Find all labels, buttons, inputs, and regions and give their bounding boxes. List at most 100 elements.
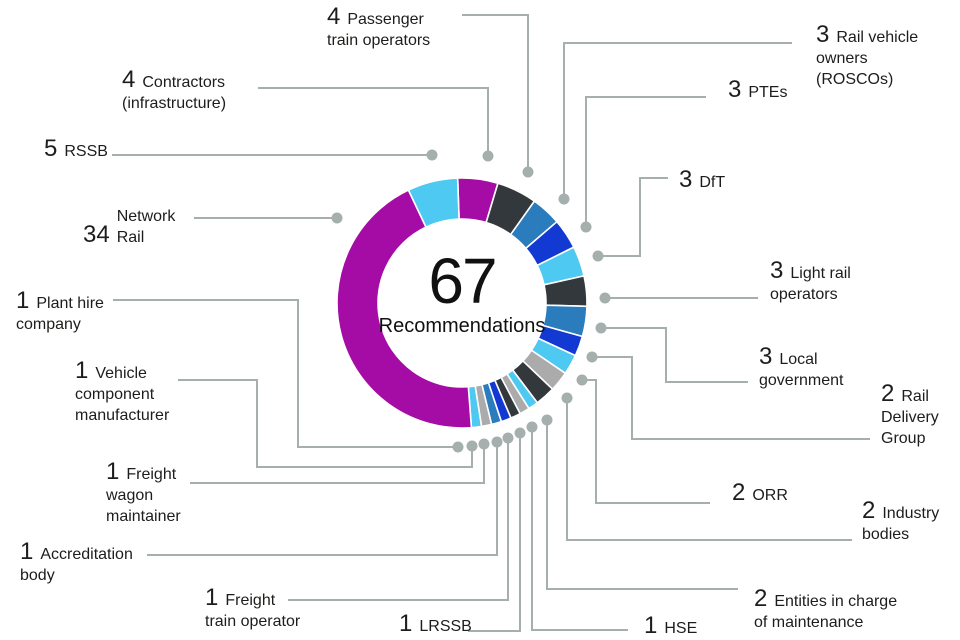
leader-dot-rdg [586,351,598,363]
leader-dot-hse [526,421,538,433]
callout-text-contractors: Contractors (infrastructure) [122,74,227,112]
callout-text-hse: HSE [664,620,698,637]
callout-count-network-rail: 34 [83,221,110,248]
leader-line-freight-wagon [190,444,485,484]
callout-count-freight-wagon: 1 [106,458,120,485]
callout-text-orr: ORR [752,487,788,504]
callout-text-local-govt: Local government [759,351,844,389]
total-recommendations-label: Recommendations [378,315,546,337]
leader-line-contractors [258,87,489,156]
callout-text-entities: Entities in charge of maintenance [754,593,898,631]
leader-dot-freight-wagon [478,438,490,450]
callout-count-accreditation: 1 [20,538,34,565]
callout-count-rssb: 5 [44,135,58,162]
callout-count-orr: 2 [732,479,746,506]
leader-dot-freight-train [502,432,514,444]
leader-line-industry-bodies [566,398,852,541]
leader-dot-contractors [482,150,494,162]
callout-count-dft: 3 [679,166,693,193]
callout-count-passenger: 4 [327,3,341,30]
leader-dot-dft [592,250,604,262]
callout-text-rssb: RSSB [64,143,108,160]
leader-dots [331,149,611,453]
callout-count-local-govt: 3 [759,343,773,370]
callout-count-entities: 2 [754,585,768,612]
callout-count-ptes: 3 [728,76,742,103]
leader-line-passenger [462,14,529,172]
callout-text-plant-hire: Plant hire company [16,295,104,333]
leader-line-ptes [585,96,706,227]
callout-text-passenger: Passenger train operators [327,11,431,49]
leader-line-orr [582,379,710,504]
callout-text-roscos: Rail vehicle owners (ROSCOs) [816,29,919,88]
callout-text-dft: DfT [699,174,726,191]
leader-lines [112,14,870,632]
leader-line-accreditation [147,442,498,556]
callout-count-roscos: 3 [816,21,830,48]
leader-dot-orr [576,374,588,386]
callout-label-orr: 2 ORR [732,480,842,506]
callout-count-plant-hire: 1 [16,287,30,314]
callout-text-industry-bodies: Industry bodies [862,505,940,543]
leader-dot-passenger [522,166,534,178]
callout-count-contractors: 4 [122,66,136,93]
callout-text-lrssb: LRSSB [419,618,472,635]
callout-label-dft: 3 DfT [679,167,779,193]
callout-label-lrssb: 1 LRSSB [399,611,509,637]
leader-line-lrssb [468,433,521,632]
callout-text-light-rail: Light rail operators [770,265,851,303]
callout-text-rdg: Rail Delivery Group [881,388,939,447]
leader-dot-ptes [580,221,592,233]
callout-text-vehicle-component: Vehicle component manufacturer [75,365,170,424]
leader-dot-industry-bodies [561,392,573,404]
callout-count-hse: 1 [644,612,658,639]
callout-text-freight-train: Freight train operator [205,592,301,630]
leader-dot-network-rail [331,212,343,224]
leader-dot-plant-hire [452,441,464,453]
leader-dot-vehicle-component [466,440,478,452]
leader-dot-light-rail [599,292,611,304]
leader-line-hse [531,427,628,631]
leader-dot-accreditation [491,436,503,448]
callout-count-lrssb: 1 [399,610,413,637]
callout-count-vehicle-component: 1 [75,357,89,384]
callout-count-freight-train: 1 [205,584,219,611]
callout-text-network-rail: Network Rail [116,208,176,246]
callout-label-hse: 1 HSE [644,613,734,639]
leader-dot-local-govt [595,322,607,334]
callout-label-rssb: 5 RSSB [44,136,164,162]
callout-label-network-rail: 34Network Rail [83,206,213,248]
leader-line-rdg [592,356,870,440]
leader-line-vehicle-component [178,379,473,468]
leader-dot-roscos [558,193,570,205]
leader-dot-lrssb [514,427,526,439]
leader-line-plant-hire [113,299,458,448]
callout-count-rdg: 2 [881,380,895,407]
donut-center-text: 67 Recommendations [312,245,612,338]
callout-text-ptes: PTEs [748,84,788,101]
leader-line-dft [598,177,668,257]
leader-line-roscos [563,42,792,199]
callout-count-industry-bodies: 2 [862,497,876,524]
total-recommendations-value: 67 [428,245,497,317]
leader-dot-rssb [426,149,438,161]
callout-text-freight-wagon: Freight wagon maintainer [106,466,181,525]
leader-line-freight-train [288,438,509,601]
leader-line-entities [546,420,738,590]
callout-text-accreditation: Accreditation body [20,546,133,584]
